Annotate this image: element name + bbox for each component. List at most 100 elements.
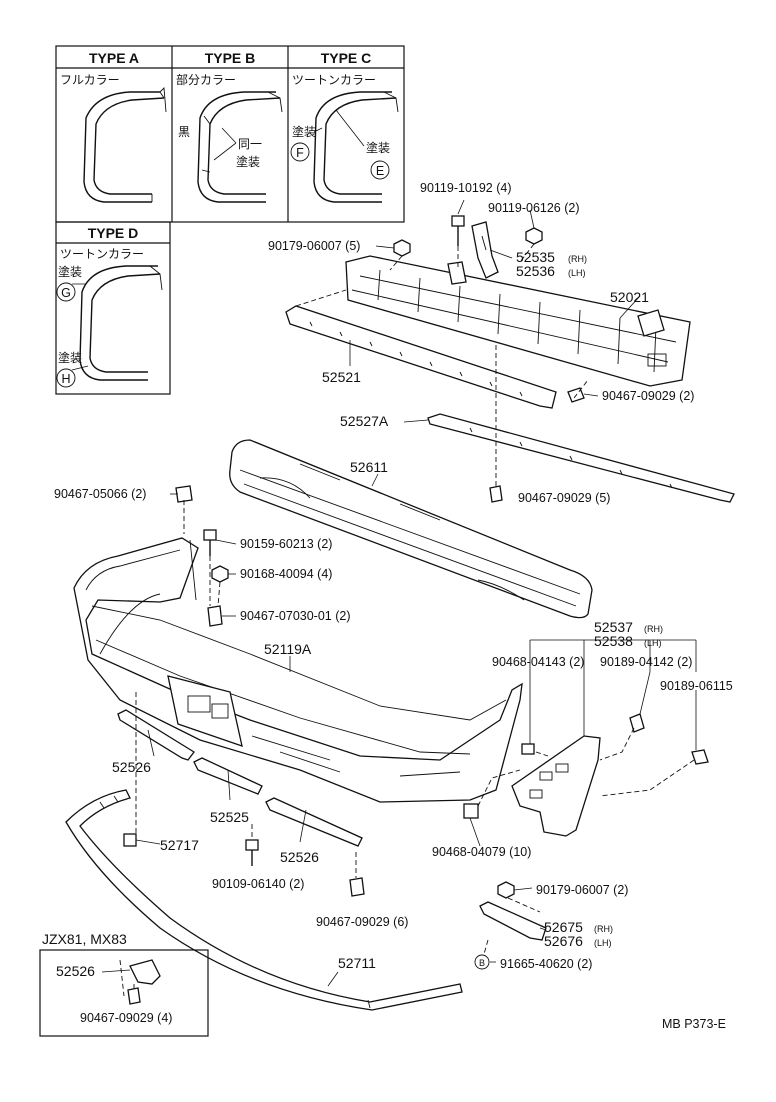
- label-52525: 52525: [210, 809, 249, 825]
- label-90467-05066: 90467-05066 (2): [54, 487, 146, 501]
- assembly-lines: [119, 199, 697, 997]
- diagram-code: MB P373-E: [662, 1017, 726, 1031]
- inset-jzx81-mx83: JZX81, MX83 52526 90467-09029 (4): [39, 931, 209, 1037]
- bolt-90119-10192-icon: [451, 215, 465, 246]
- nut-90189-06115-icon: [691, 749, 709, 765]
- label-52676-side: (LH): [594, 938, 612, 948]
- type-d-paint-h: 塗装: [58, 350, 82, 365]
- label-52021: 52021: [610, 289, 649, 305]
- label-90467-09029-2: 90467-09029 (2): [602, 389, 694, 403]
- bracket-52675-drawing: [479, 901, 547, 941]
- clip-90467-07030-icon: [207, 605, 223, 627]
- type-b-same: 同一: [238, 137, 262, 151]
- retainer-52526-left-drawing: [117, 709, 195, 761]
- label-52675-side: (RH): [594, 924, 613, 934]
- label-52711: 52711: [338, 955, 376, 971]
- type-b-black: 黒: [178, 125, 190, 139]
- label-52717: 52717: [160, 837, 199, 853]
- label-90467-09029-6: 90467-09029 (6): [316, 915, 408, 929]
- label-52535-side: (RH): [568, 254, 587, 264]
- label-91665-40620-mark: B: [479, 958, 485, 968]
- label-90468-04079: 90468-04079 (10): [432, 845, 531, 859]
- clip-52717-icon: [123, 833, 137, 847]
- clip-90467-09029-6-icon: [349, 877, 365, 897]
- clip-90467-09029-5-icon: [489, 485, 503, 503]
- type-c-mark-e: E: [376, 164, 384, 178]
- inset-clip-icon: [127, 987, 141, 1005]
- screw-90159-60213-icon: [203, 529, 217, 556]
- bracket-52535-drawing: [471, 221, 499, 279]
- bumper-reinforcement-drawing: [345, 255, 691, 387]
- label-52536: 52536: [516, 263, 555, 279]
- type-d-title: TYPE D: [88, 225, 139, 241]
- label-52526-left: 52526: [112, 759, 151, 775]
- label-90179-06007-bot: 90179-06007 (2): [536, 883, 628, 897]
- label-52538: 52538: [594, 633, 633, 649]
- type-c-section-drawing: 塗装 F 塗装 E: [290, 91, 399, 203]
- label-90189-04142: 90189-04142 (2): [600, 655, 692, 669]
- type-d-paint-g: 塗装: [58, 264, 82, 279]
- type-b-title: TYPE B: [205, 50, 256, 66]
- label-90119-10192: 90119-10192 (4): [420, 181, 512, 195]
- inset-label-52526: 52526: [56, 963, 95, 979]
- retainer-52526-mid-drawing: [265, 797, 363, 847]
- inset-label-90467-09029: 90467-09029 (4): [80, 1011, 172, 1025]
- type-d-mark-g: G: [61, 286, 71, 300]
- label-90468-04143: 90468-04143 (2): [492, 655, 584, 669]
- nut-90179-06007-top-icon: [393, 239, 411, 257]
- label-90159-60213: 90159-60213 (2): [240, 537, 332, 551]
- type-d-section-drawing: 塗装 G 塗装 H: [56, 264, 163, 388]
- label-90189-06115: 90189-06115: [660, 679, 733, 693]
- clip-90467-05066-icon: [175, 485, 193, 503]
- type-a-title: TYPE A: [89, 50, 139, 66]
- label-90119-06126: 90119-06126 (2): [488, 201, 580, 215]
- nut-90179-06007-bot-icon: [497, 881, 515, 899]
- label-90109-06140: 90109-06140 (2): [212, 877, 304, 891]
- energy-absorber-52611-drawing: [229, 439, 593, 619]
- type-c-paint-f: 塗装: [292, 124, 316, 139]
- type-c-paint-e: 塗装: [366, 140, 390, 155]
- nut-90119-06126-icon: [525, 227, 543, 245]
- bolt-91665-40620-icon: [474, 954, 490, 970]
- inset-bracket-drawing: [129, 959, 161, 985]
- screw-90109-06140-icon: [245, 839, 259, 866]
- nut-90468-04079-icon: [463, 803, 479, 819]
- type-b-section-drawing: 黒 同一 塗装: [178, 91, 283, 203]
- label-52521: 52521: [322, 369, 361, 385]
- label-52527A: 52527A: [340, 413, 389, 429]
- nut-90189-04142-icon: [629, 713, 645, 733]
- label-52526-mid: 52526: [280, 849, 319, 865]
- type-a-label: フルカラー: [60, 73, 120, 87]
- part-labels: 90119-10192 (4) 90119-06126 (2) 90179-06…: [54, 181, 733, 971]
- label-52676: 52676: [544, 933, 583, 949]
- type-a-section-drawing: [83, 86, 167, 203]
- type-c-label: ツートンカラー: [292, 73, 376, 87]
- inset-title: JZX81, MX83: [42, 931, 127, 947]
- bumper-cover-52119A-drawing: [73, 537, 523, 803]
- type-c-title: TYPE C: [321, 50, 372, 66]
- nut-90168-40094-icon: [211, 565, 229, 583]
- lower-spoiler-52711-drawing: [65, 789, 463, 1011]
- label-52538-side: (LH): [644, 638, 662, 648]
- type-b-paint: 塗装: [236, 154, 260, 169]
- label-90168-40094: 90168-40094 (4): [240, 567, 332, 581]
- label-52535: 52535: [516, 249, 555, 265]
- type-d-label: ツートンカラー: [60, 247, 144, 261]
- label-52119A: 52119A: [264, 641, 312, 657]
- type-c-mark-f: F: [296, 146, 304, 160]
- strip-52527A-drawing: [427, 413, 735, 503]
- label-52611: 52611: [350, 459, 388, 475]
- fastener-drawings: [123, 215, 709, 970]
- type-b-label: 部分カラー: [176, 72, 236, 87]
- type-d-mark-h: H: [61, 372, 70, 386]
- type-legend: TYPE A TYPE B TYPE C TYPE D フルカラー 部分カラー …: [55, 45, 405, 395]
- label-90179-06007-top: 90179-06007 (5): [268, 239, 360, 253]
- nut-90468-04143-icon: [521, 743, 535, 755]
- side-bracket-52537-drawing: [511, 735, 601, 837]
- label-91665-40620: 91665-40620 (2): [500, 957, 592, 971]
- label-90467-07030: 90467-07030-01 (2): [240, 609, 351, 623]
- label-52536-side: (LH): [568, 268, 586, 278]
- label-52537: 52537: [594, 619, 633, 635]
- label-52675: 52675: [544, 919, 583, 935]
